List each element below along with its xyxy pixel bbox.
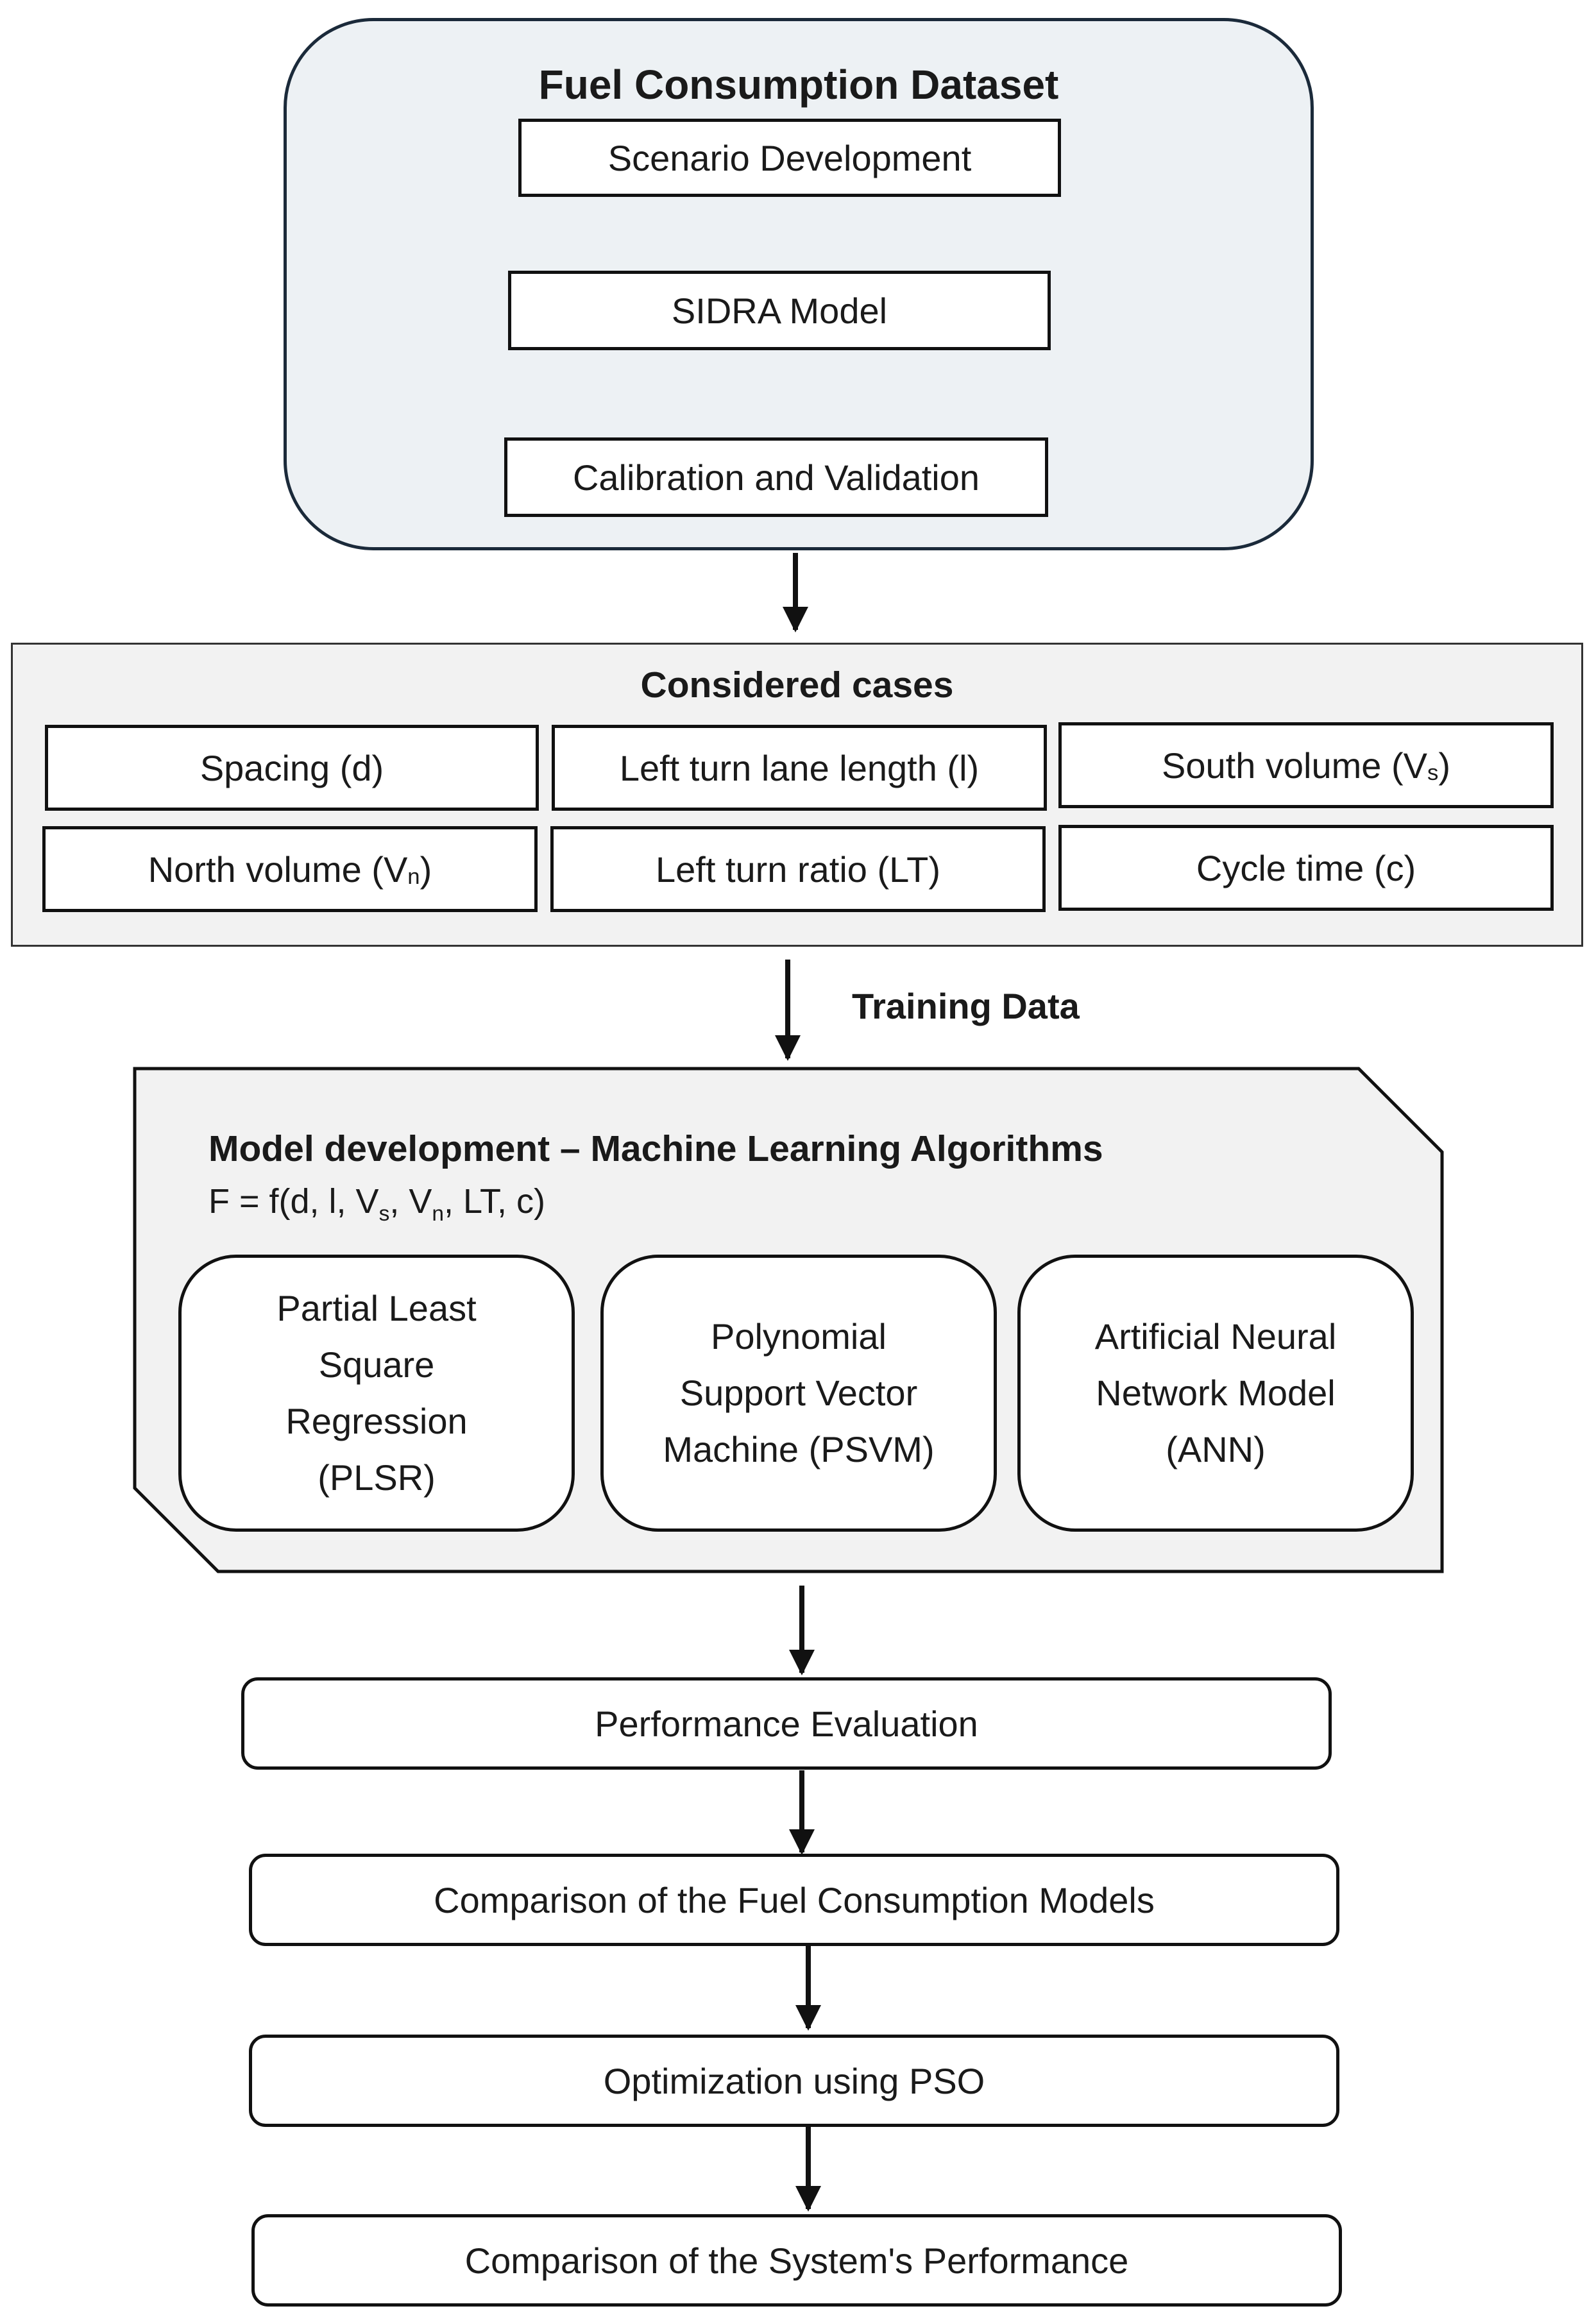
scenario-development-box: Scenario Development [518, 119, 1061, 197]
plsr-line-2: Square [318, 1344, 435, 1385]
psvm-line-3: Machine (PSVM) [663, 1429, 935, 1469]
ann-line-3: (ANN) [1166, 1429, 1266, 1469]
case-left-turn-ratio: Left turn ratio (LT) [550, 826, 1046, 912]
formula-part-3: , LT, c) [443, 1182, 545, 1221]
calibration-validation-box: Calibration and Validation [504, 437, 1048, 517]
formula-part-1: F = f(d, l, V [208, 1182, 379, 1221]
performance-evaluation-box: Performance Evaluation [241, 1677, 1332, 1770]
fuel-model-comparison-box: Comparison of the Fuel Consumption Model… [249, 1854, 1339, 1946]
considered-cases-title: Considered cases [640, 665, 954, 706]
case-spacing: Spacing (d) [45, 725, 539, 811]
plsr-line-4: (PLSR) [318, 1457, 436, 1498]
plsr-line-3: Regression [285, 1401, 468, 1441]
south-volume-label: South volume (V [1162, 745, 1427, 786]
psvm-line-1: Polynomial [711, 1316, 887, 1357]
psvm-line-2: Support Vector [679, 1373, 918, 1413]
dataset-title: Fuel Consumption Dataset [538, 62, 1059, 108]
formula-subscript-s: s [378, 1201, 390, 1226]
sidra-model-box: SIDRA Model [508, 271, 1051, 350]
south-volume-close: ) [1438, 745, 1450, 786]
ann-line-2: Network Model [1096, 1373, 1336, 1413]
system-performance-comparison-box: Comparison of the System's Performance [251, 2214, 1342, 2307]
plsr-model-box: Partial Least Square Regression (PLSR) [178, 1255, 575, 1532]
psvm-model-box: Polynomial Support Vector Machine (PSVM) [600, 1255, 997, 1532]
north-volume-subscript: n [407, 864, 420, 889]
plsr-line-1: Partial Least [276, 1288, 477, 1328]
training-data-label: Training Data [852, 986, 1080, 1026]
south-volume-subscript: s [1427, 760, 1439, 785]
ann-line-1: Artificial Neural [1094, 1316, 1337, 1357]
model-development-title: Model development – Machine Learning Alg… [208, 1128, 1103, 1169]
case-left-turn-lane-length: Left turn lane length (l) [552, 725, 1047, 811]
formula-part-2: , V [389, 1182, 432, 1221]
north-volume-close: ) [420, 849, 432, 890]
formula-subscript-n: n [432, 1201, 444, 1226]
model-formula: F = f(d, l, Vs, Vn, LT, c) [208, 1181, 545, 1226]
ann-model-box: Artificial Neural Network Model (ANN) [1017, 1255, 1414, 1532]
case-cycle-time: Cycle time (c) [1058, 825, 1554, 911]
north-volume-label: North volume (V [148, 849, 408, 890]
pso-optimization-box: Optimization using PSO [249, 2035, 1339, 2127]
